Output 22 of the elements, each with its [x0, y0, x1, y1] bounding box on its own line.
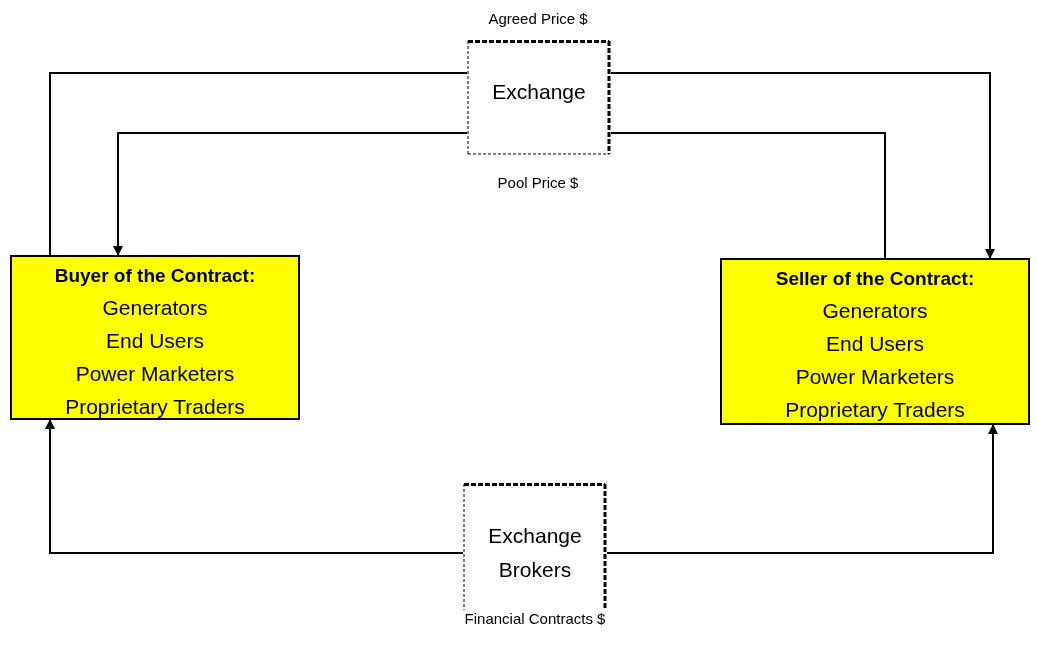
participant-type: Generators	[821, 298, 929, 324]
connector-arrow	[45, 419, 464, 554]
connector-arrow	[113, 132, 468, 256]
participant-type: Power Marketers	[74, 361, 236, 387]
box-label: Exchange	[491, 79, 587, 105]
flow-label: Agreed Price $	[486, 10, 590, 27]
participant-type: Proprietary Traders	[784, 397, 966, 423]
participant-type: Power Marketers	[794, 364, 956, 390]
participant-box	[720, 258, 1030, 425]
flow-label: Financial Contracts $	[462, 610, 608, 627]
flow-label: Pool Price $	[495, 174, 581, 191]
participant-type: End Users	[824, 331, 925, 357]
connector-arrow	[606, 424, 998, 554]
participant-type: Generators	[101, 295, 209, 321]
connector-arrow	[610, 72, 995, 259]
box-heading: Seller of the Contract:	[774, 267, 976, 291]
participant-type: Proprietary Traders	[64, 394, 246, 420]
dashed-box	[467, 40, 611, 155]
participant-box	[10, 255, 300, 420]
box-heading: Buyer of the Contract:	[53, 264, 257, 288]
box-label: Exchange Brokers	[487, 523, 583, 583]
participant-type: End Users	[104, 328, 205, 354]
